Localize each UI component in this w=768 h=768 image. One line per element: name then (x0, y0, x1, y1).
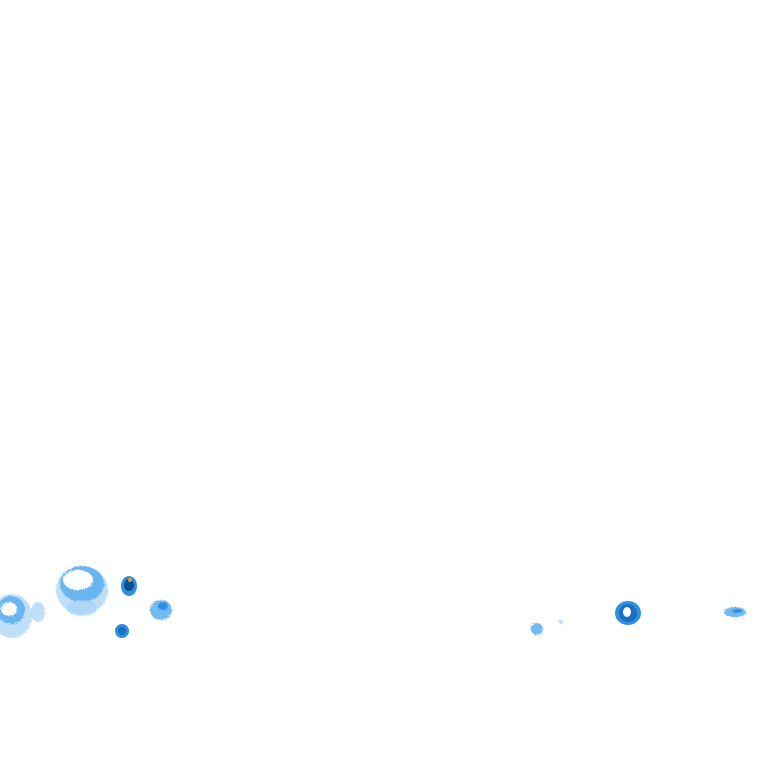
precip-cell-right-streak (531, 620, 564, 635)
precip-cell-far-left (0, 594, 45, 638)
precip-cell-far-right (724, 607, 746, 617)
precip-cell-intense-core (121, 576, 137, 596)
precip-cell-large-ring (56, 566, 108, 616)
precip-cell-small-dot (115, 624, 129, 638)
precip-cell-right-ring (615, 601, 641, 625)
precip-cell-left-patch (150, 600, 172, 620)
